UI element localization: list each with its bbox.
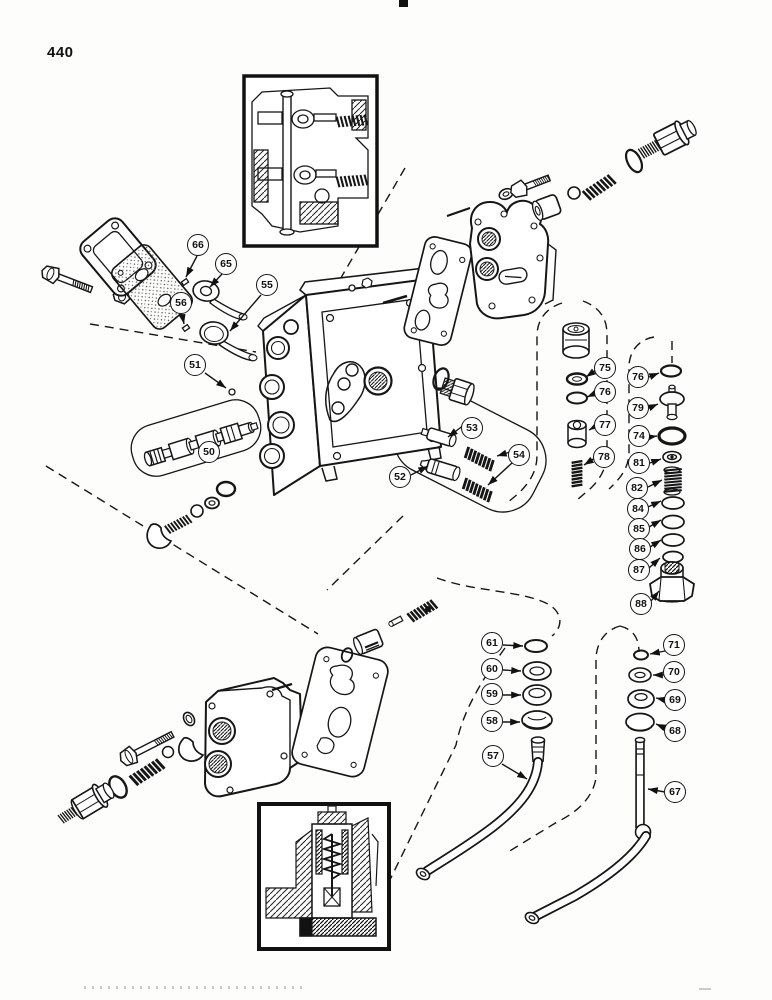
cap-nut-88: [649, 561, 695, 603]
callout-74: 74: [628, 425, 650, 447]
set-screws: [180, 277, 191, 333]
control-lever-67: [524, 736, 652, 925]
callout-69: 69: [664, 689, 686, 711]
anticavitation-valve-column: [649, 364, 695, 603]
callout-88: 88: [630, 593, 652, 615]
callout-51: 51: [184, 354, 206, 376]
callout-53: 53: [461, 417, 483, 439]
detent-plug-parts: [340, 597, 439, 663]
callout-71: 71: [663, 634, 685, 656]
callout-57: 57: [482, 745, 504, 767]
callout-86: 86: [629, 538, 651, 560]
callout-55: 55: [256, 274, 278, 296]
relief-valve-parts-right: [498, 172, 618, 221]
detent-ball: [228, 388, 236, 396]
inset-cross-section-top: [242, 74, 379, 248]
plug-and-oring: [432, 367, 475, 406]
callout-76a: 76: [594, 381, 616, 403]
callout-70: 70: [663, 661, 685, 683]
callout-82: 82: [626, 477, 648, 499]
page-number: 440: [47, 44, 74, 61]
control-lever-57: [415, 736, 546, 881]
poppet-79: [659, 384, 685, 421]
callout-79: 79: [627, 397, 649, 419]
stud: [446, 207, 471, 217]
callout-81: 81: [628, 452, 650, 474]
inset-cross-section-bottom: [257, 802, 391, 951]
callout-60: 60: [481, 658, 503, 680]
callout-66: 66: [187, 234, 209, 256]
print-artifact: [84, 986, 306, 989]
callout-78: 78: [593, 446, 615, 468]
load-check-parts: [419, 427, 497, 504]
cam-lever-upper: [192, 280, 248, 321]
print-tick: [399, 0, 408, 7]
body-gasket: [403, 236, 473, 346]
cam-lever-lower: [199, 321, 258, 362]
callout-67: 67: [664, 781, 686, 803]
callout-52: 52: [389, 466, 411, 488]
callout-85: 85: [628, 518, 650, 540]
callout-76b: 76: [627, 366, 649, 388]
end-cover-and-gasket-group: [41, 217, 258, 396]
callout-87: 87: [628, 559, 650, 581]
callout-58: 58: [481, 710, 503, 732]
lower-end-cover-body: [204, 677, 303, 798]
callout-75: 75: [594, 357, 616, 379]
print-artifact-small: [699, 988, 711, 990]
seal-stack-left: [521, 639, 553, 730]
callout-59: 59: [481, 683, 503, 705]
callout-68: 68: [664, 720, 686, 742]
callout-54: 54: [508, 444, 530, 466]
relief-cap-column: [562, 322, 590, 488]
inlet-fitting: [624, 119, 697, 174]
callout-leader-lines: [178, 255, 667, 795]
callout-77: 77: [594, 414, 616, 436]
relief-fitting-group: [57, 711, 205, 825]
callout-65: 65: [215, 253, 237, 275]
cover-bolt: [41, 265, 94, 294]
callout-61: 61: [481, 632, 503, 654]
callout-50: 50: [198, 441, 220, 463]
seal-stack-right: [625, 649, 655, 732]
callout-56: 56: [170, 292, 192, 314]
check-valve-parts-left: [146, 480, 237, 550]
hex-fitting: [57, 782, 115, 825]
lower-gasket: [291, 646, 389, 778]
callout-84: 84: [627, 498, 649, 520]
